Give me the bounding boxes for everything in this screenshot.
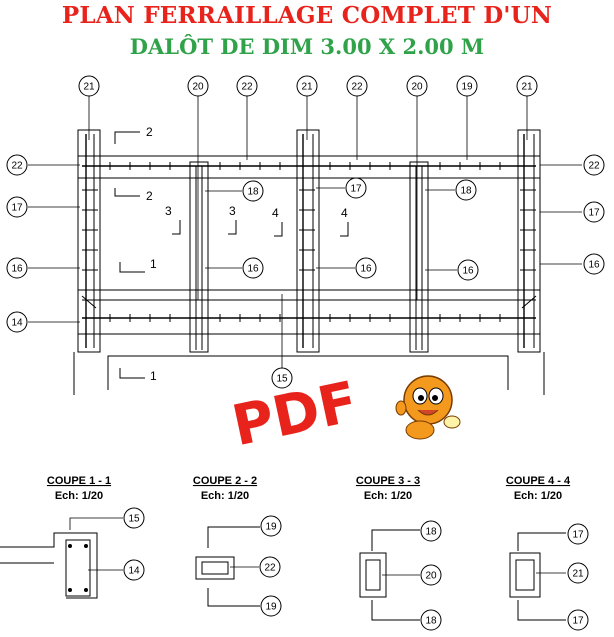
pier-1 [189,161,209,353]
bubble-inner-1: 18 [247,187,259,198]
section-mark-2-top: 2 [146,125,153,139]
bubble-right-2: 17 [588,208,600,219]
bubble-left-3: 16 [11,264,23,275]
bubble-inner-3: 17 [350,184,362,195]
section-1-scale: Ech: 1/20 [55,490,103,502]
section-1-title: COUPE 1 - 1 [47,475,111,487]
bubble-right-3: 16 [588,260,600,271]
bubble-left-2: 17 [11,203,23,214]
bubble-top-4: 21 [301,82,313,93]
section-3-scale: Ech: 1/20 [364,490,412,502]
bottom-slab [77,289,541,335]
wall-left [77,129,101,353]
bubble-inner-7: 15 [276,374,288,385]
bubble-top-6: 20 [411,82,423,93]
section-3-label-18-bottom: 18 [425,616,437,627]
section-4-drawing [509,532,566,621]
wall-middle [296,129,320,353]
pier-2 [409,161,429,353]
bubble-top-5: 22 [351,82,363,93]
bubble-inner-2: 16 [247,264,259,275]
top-bubbles [78,75,538,97]
cell-1 [99,177,191,291]
pdf-watermark-text: PDF [227,370,364,460]
bubble-left-1: 22 [11,161,23,172]
section-mark-3-left: 3 [165,204,172,218]
cartoon-mascot-icon [395,375,461,440]
section-2-title: COUPE 2 - 2 [193,475,257,487]
section-mark-4-left: 4 [272,206,279,220]
plan-view [73,129,545,395]
cell-2 [207,177,298,291]
bubble-top-3: 22 [241,82,253,93]
section-3-drawing [359,529,420,621]
bubble-top-7: 19 [461,82,473,93]
section-2-label-19-top: 19 [265,522,277,533]
bubble-top-1: 21 [83,82,95,93]
section-2-drawing [195,526,260,607]
section-1-drawing [0,517,123,599]
section-2-scale: Ech: 1/20 [201,490,249,502]
pdf-watermark: PDF [227,370,364,460]
title-line-2: DALÔT DE DIM 3.00 X 2.00 M [129,34,485,59]
section-mark-3-right: 3 [229,204,236,218]
bubble-right-1: 22 [588,161,600,172]
section-2-label-22: 22 [264,563,276,574]
cell-4 [427,177,519,291]
leader-lines [28,96,582,370]
bubble-top-2: 20 [192,82,204,93]
section-mark-1-top: 1 [150,257,157,271]
bubble-top-8: 21 [521,82,533,93]
bubble-left-4: 14 [11,318,23,329]
wall-right [517,129,541,353]
section-4-scale: Ech: 1/20 [514,490,562,502]
section-marks [114,131,349,379]
title-line-1: PLAN FERRAILLAGE COMPLET D'UN [61,2,553,29]
top-slab [77,155,541,179]
section-4-title: COUPE 4 - 4 [506,475,571,487]
bubble-inner-4: 16 [360,264,372,275]
side-bubbles [6,154,605,389]
section-3-label-20: 20 [425,571,437,582]
section-4-label-17-top: 17 [572,530,584,541]
section-mark-1-bottom: 1 [150,369,157,383]
section-2-label-19-bottom: 19 [265,602,277,613]
section-4-label-17-bottom: 17 [572,616,584,627]
section-3-title: COUPE 3 - 3 [356,475,420,487]
section-1-label-14: 14 [128,566,140,577]
section-3-label-18-top: 18 [425,527,437,538]
section-1-label-15: 15 [128,514,140,525]
section-mark-4-right: 4 [341,206,348,220]
section-4-label-21: 21 [572,569,584,580]
cell-3 [318,177,411,291]
bubble-inner-5: 18 [460,186,472,197]
bubble-inner-6: 16 [462,266,474,277]
section-mark-2-bottom: 2 [146,189,153,203]
